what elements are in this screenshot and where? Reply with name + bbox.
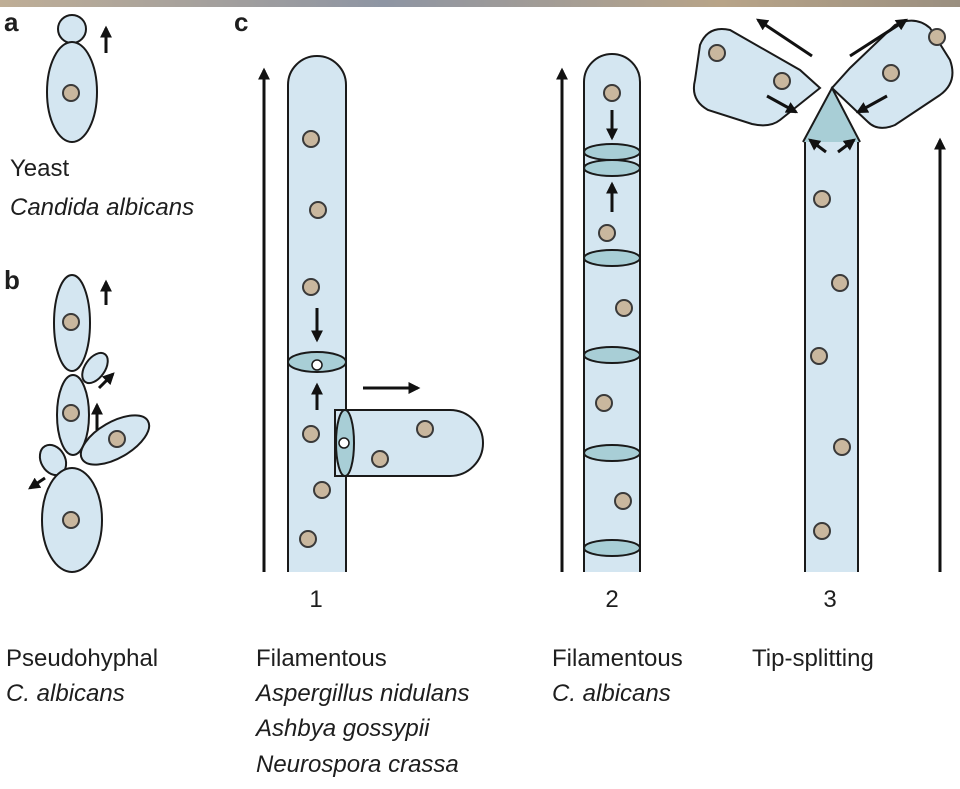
nucleus: [63, 512, 79, 528]
pseudohyphal-caption-line: Pseudohyphal: [6, 644, 158, 674]
nucleus: [63, 85, 79, 101]
nucleus: [372, 451, 388, 467]
septum-2d: [584, 540, 640, 556]
hypha-1-branch: [335, 410, 483, 476]
nucleus: [616, 300, 632, 316]
nucleus: [63, 314, 79, 330]
yeast-caption-species: Candida albicans: [10, 193, 194, 223]
growth-arrow: [30, 478, 45, 488]
yeast-bud: [58, 15, 86, 43]
nucleus: [63, 405, 79, 421]
species-aspergillus: Aspergillus nidulans: [256, 679, 469, 709]
filamentous-2-caption: Filamentous: [552, 644, 683, 674]
panel-b-label: b: [4, 266, 20, 294]
panel-a-label: a: [4, 8, 18, 36]
pseudohyphal-caption-species: C. albicans: [6, 679, 125, 709]
species-c-albicans: C. albicans: [552, 679, 671, 709]
nucleus: [314, 482, 330, 498]
yeast-cell-group: [47, 15, 97, 142]
nucleus: [709, 45, 725, 61]
septum-2a: [584, 250, 640, 266]
nucleus: [310, 202, 326, 218]
nucleus: [811, 348, 827, 364]
septum-2b: [584, 347, 640, 363]
septum-2c: [584, 445, 640, 461]
yeast-caption-line: Yeast: [10, 154, 69, 184]
nucleus: [834, 439, 850, 455]
septum-2-tip-upper: [584, 144, 640, 160]
hypha-number-3: 3: [815, 586, 845, 614]
hypha-number-2: 2: [597, 586, 627, 614]
nucleus: [774, 73, 790, 89]
nucleus: [417, 421, 433, 437]
hypha-3-left-tip: [694, 29, 820, 125]
nucleus: [615, 493, 631, 509]
nucleus: [929, 29, 945, 45]
nucleus: [604, 85, 620, 101]
nucleus: [300, 531, 316, 547]
nucleus: [883, 65, 899, 81]
nucleus: [303, 279, 319, 295]
nucleus: [303, 426, 319, 442]
nucleus: [814, 191, 830, 207]
nucleus: [814, 523, 830, 539]
septal-pore-1: [312, 360, 322, 370]
nucleus: [596, 395, 612, 411]
hypha-number-1: 1: [301, 586, 331, 614]
tip-splitting-caption: Tip-splitting: [752, 644, 874, 674]
septum-2-tip-lower: [584, 160, 640, 176]
nucleus: [832, 275, 848, 291]
species-neurospora: Neurospora crassa: [256, 750, 459, 780]
panel-c-label: c: [234, 8, 248, 36]
filamentous-1-caption: Filamentous: [256, 644, 387, 674]
nucleus: [599, 225, 615, 241]
septal-pore-branch: [339, 438, 349, 448]
nucleus: [109, 431, 125, 447]
nucleus: [303, 131, 319, 147]
species-ashbya: Ashbya gossypii: [256, 714, 429, 744]
